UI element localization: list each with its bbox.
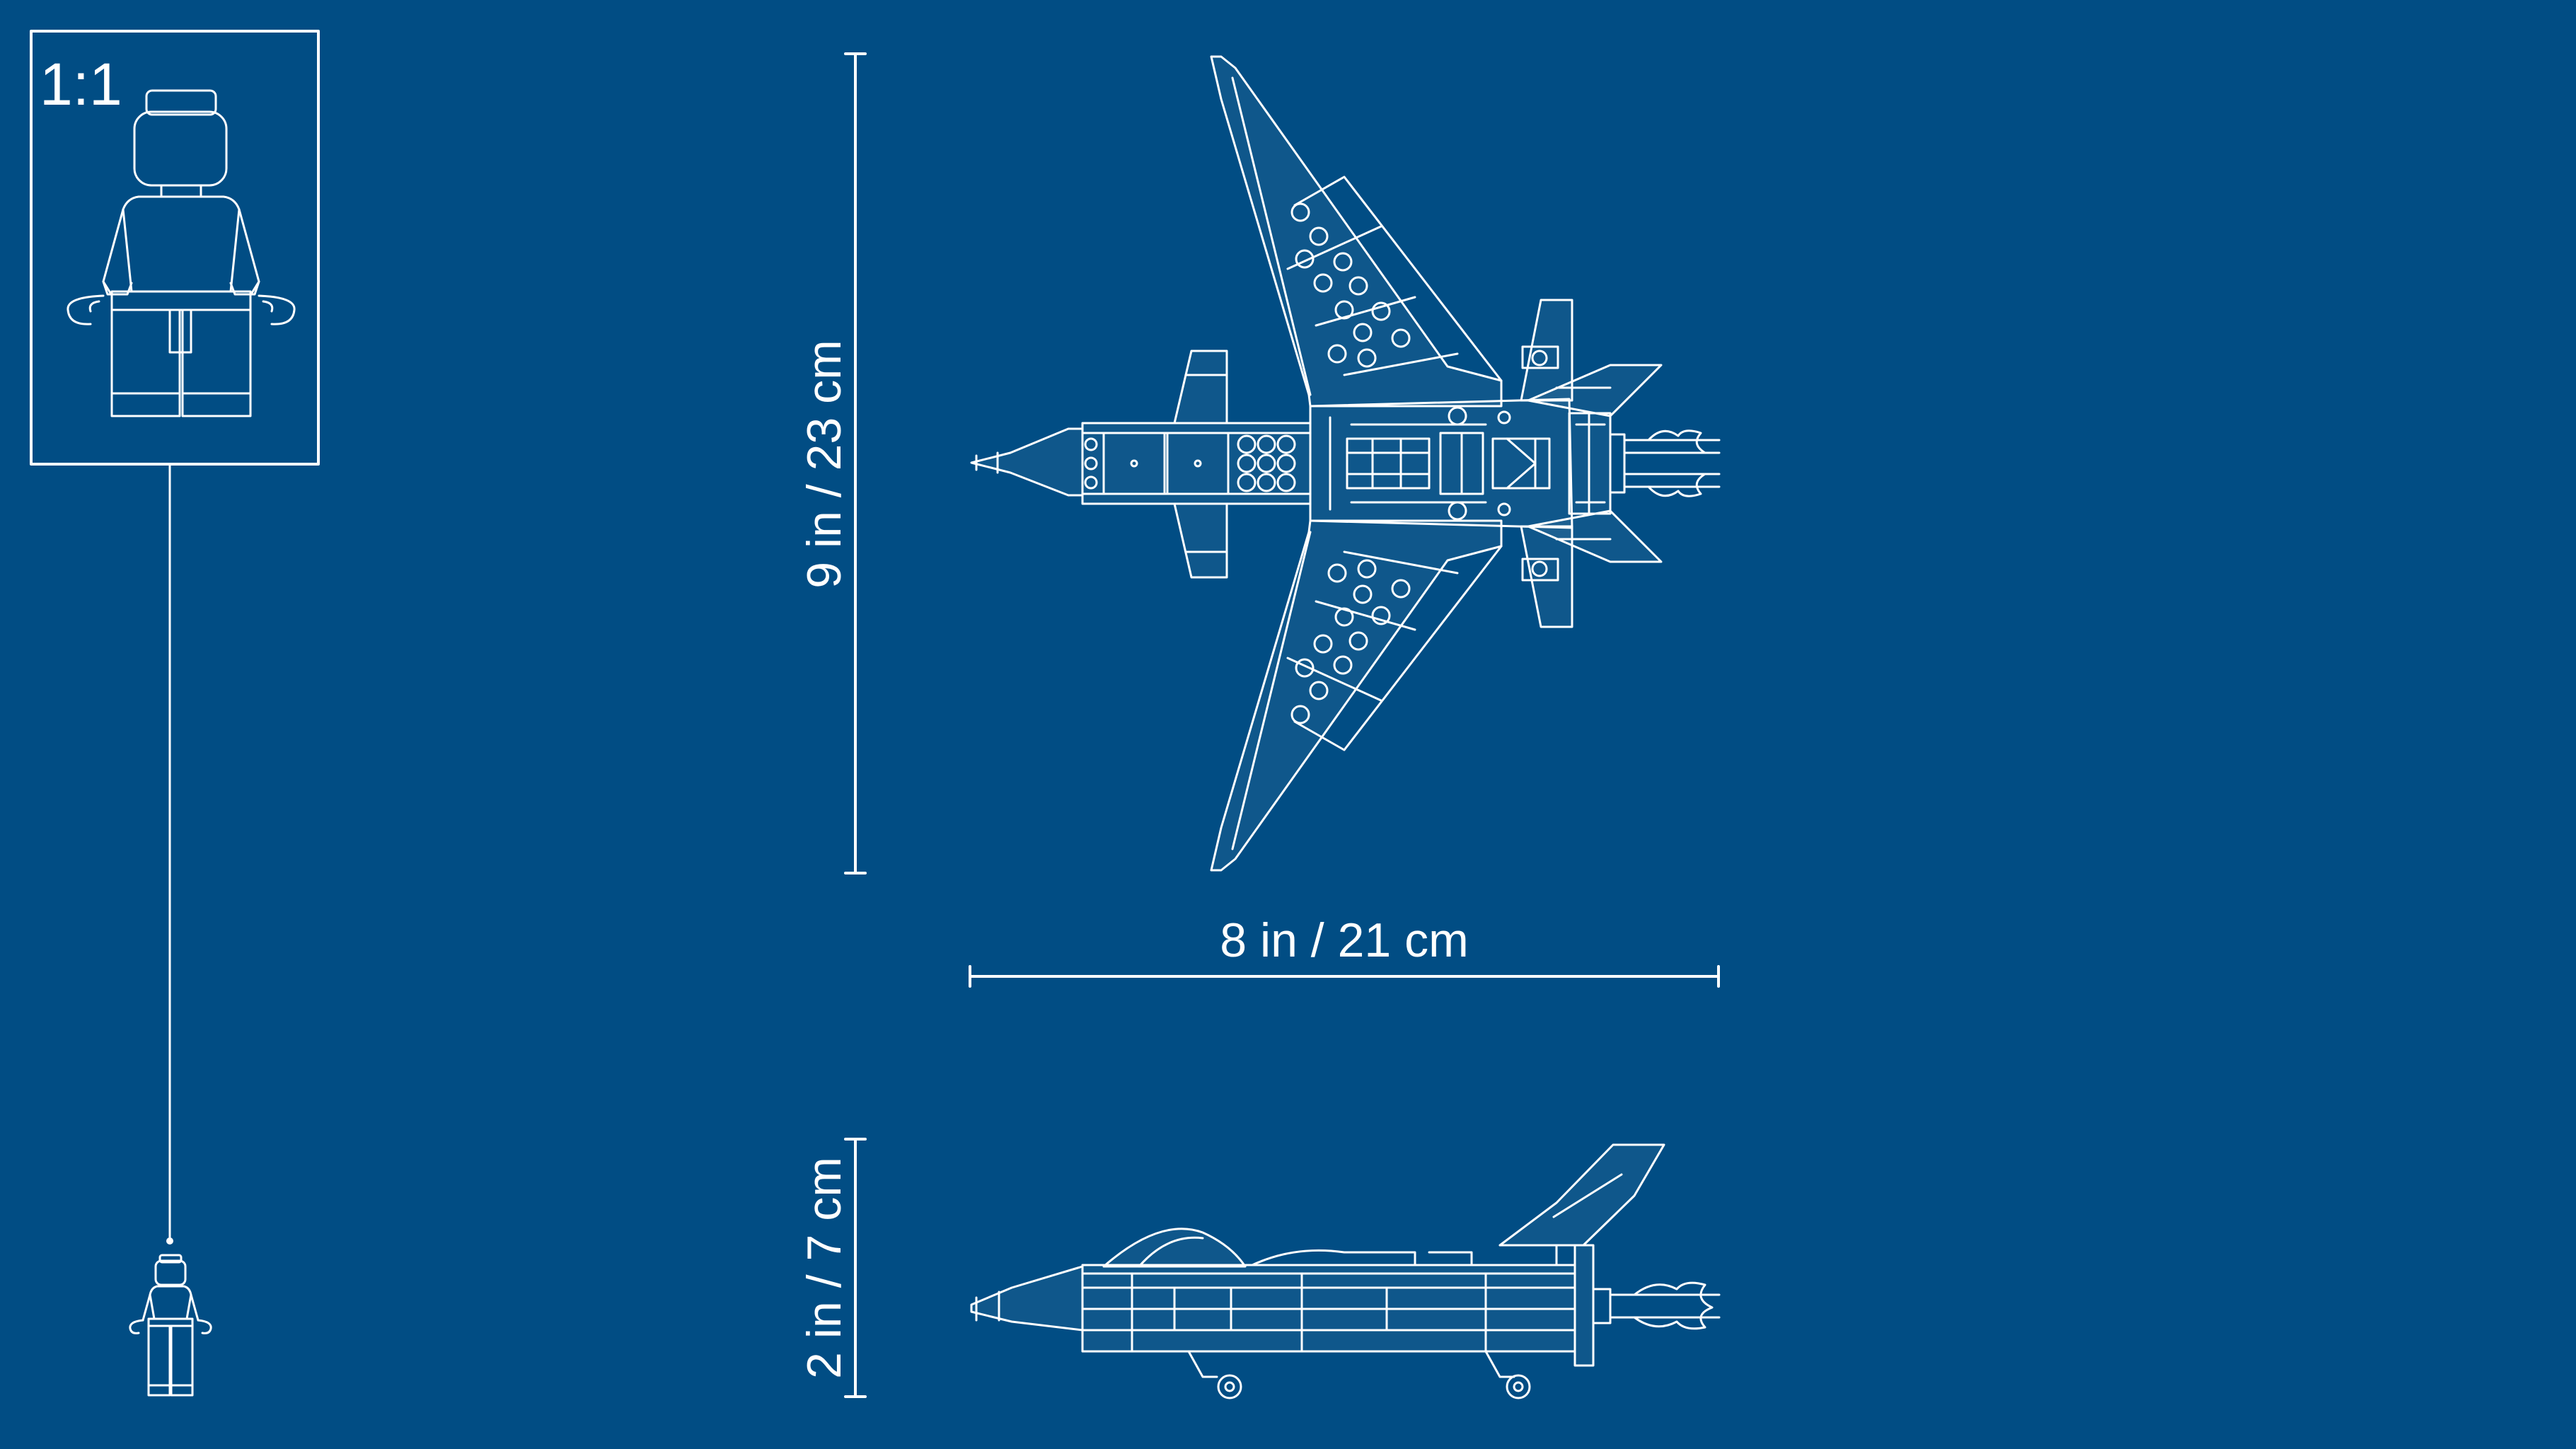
width-dimension: 8 in / 21 cm	[969, 913, 1720, 988]
height-label: 9 in / 23 cm	[797, 340, 851, 589]
depth-label: 2 in / 7 cm	[797, 1157, 851, 1379]
minifigure-large-icon	[67, 89, 296, 417]
scale-label: 1:1	[40, 51, 122, 117]
depth-dimension: 2 in / 7 cm	[797, 1138, 867, 1398]
height-dimension: 9 in / 23 cm	[797, 52, 867, 874]
jet-side-view-drawing	[970, 1143, 1721, 1399]
minifigure-small-icon	[129, 1237, 212, 1397]
width-label: 8 in / 21 cm	[1220, 913, 1469, 967]
scale-reference-box: 1:1	[30, 30, 320, 1242]
jet-top-view-drawing	[970, 55, 1721, 872]
